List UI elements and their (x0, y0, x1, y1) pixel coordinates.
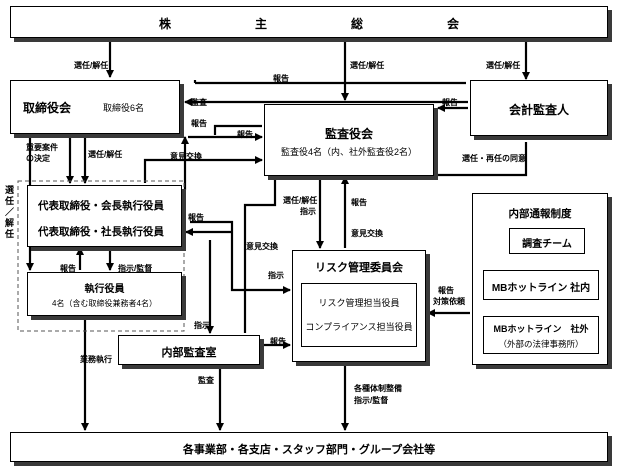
risk-officer-1: リスク管理担当役員 (318, 298, 400, 308)
hotline-external-box: MBホットライン 社外 （外部の法律事務所） (483, 316, 599, 354)
accounting-auditor-title: 会計監査人 (508, 103, 569, 117)
label-report-ia-risk: 報告 (270, 337, 286, 346)
label-report-risk-audit: 報告 (351, 198, 367, 207)
hotline-external-note: （外部の法律事務所） (498, 339, 584, 349)
risk-officers-box: リスク管理担当役員 コンプライアンス担当役員 (301, 283, 417, 347)
label-appoint-dismiss-2: 選任/解任 (350, 61, 385, 70)
shareholders-meeting-box: 株 主 総 会 (10, 6, 608, 38)
hotline-external: MBホットライン 社外 (493, 324, 589, 334)
audit-board-box: 監査役会 監査役4名（内、社外監査役2名） (264, 104, 434, 176)
investigation-team: 調査チーム (522, 239, 572, 250)
divisions-title: 各事業部・各支店・スタッフ部門・グループ会社等 (182, 444, 436, 456)
label-report-wb: 報告 (438, 286, 454, 295)
label-audit-2: 監査 (198, 376, 214, 385)
label-appoint-dismiss-1: 選任/解任 (74, 61, 109, 70)
risk-officer-2: コンプライアンス担当役員 (305, 322, 413, 332)
label-report-board-audit: 報告 (237, 130, 253, 139)
label-important-matters: 重要案件 の決定 (26, 143, 58, 163)
label-opinion-exchange-2: 意見交換 (246, 242, 278, 251)
label-report-board-audit-small: 報告 (191, 119, 207, 128)
label-audit-1: 監査 (191, 98, 207, 107)
label-business-execution: 業務執行 (80, 355, 112, 364)
line-consent (428, 142, 528, 180)
accounting-auditor-box: 会計監査人 (470, 80, 608, 136)
representative-line2: 代表取締役・社長執行役員 (38, 226, 164, 238)
label-appoint-dismiss-rep: 選任/解任 (88, 150, 123, 159)
executive-group-outline (17, 180, 185, 332)
board-members: 取締役6名 (103, 103, 145, 113)
label-opinion-exchange-3: 意見交換 (351, 229, 383, 238)
hotline-internal-box: MBホットライン 社内 (483, 270, 599, 300)
label-report-acct-audit: 報告 (442, 98, 458, 107)
label-instruct-1: 指示 (300, 207, 316, 216)
risk-committee-title: リスク管理委員会 (315, 262, 403, 274)
label-instruct-supervise-1: 指示/監督 (118, 264, 153, 273)
label-appoint-reappoint-consent: 選任・再任の同意 (462, 154, 526, 163)
whistleblowing-title: 内部通報制度 (508, 208, 572, 220)
executive-officers-box: 執行役員 4名（含む取締役兼務者4名） (27, 272, 182, 316)
label-countermeasure-request: 対策依頼 (433, 297, 465, 306)
label-appoint-dismiss-audit: 選任/解任 (283, 196, 318, 205)
label-instruct-3: 指示 (194, 321, 210, 330)
line-audit-board (213, 124, 262, 135)
label-report-acct-board: 報告 (273, 74, 289, 83)
internal-audit-title: 内部監査室 (161, 347, 217, 359)
audit-board-members: 監査役4名（内、社外監査役2名） (280, 147, 417, 157)
risk-committee-box: リスク管理委員会 リスク管理担当役員 コンプライアンス担当役員 (292, 250, 426, 362)
label-system-development: 各種体制整備 (354, 384, 402, 393)
label-appoint-dismiss-side: 選任／解任 (4, 185, 14, 240)
label-appoint-dismiss-3: 選任/解任 (486, 61, 521, 70)
representative-line1: 代表取締役・会長執行役員 (38, 200, 164, 212)
label-instruct-2: 指示 (268, 271, 284, 280)
label-report-exec-rep: 報告 (60, 264, 76, 273)
internal-audit-box: 内部監査室 (118, 335, 260, 365)
representative-box: 代表取締役・会長執行役員 代表取締役・社長執行役員 (27, 185, 182, 247)
whistleblowing-box: 内部通報制度 調査チーム MBホットライン 社内 MBホットライン 社外 （外部… (472, 193, 608, 365)
audit-board-title: 監査役会 (324, 127, 373, 141)
board-box: 取締役会 取締役6名 (10, 80, 180, 134)
divisions-box: 各事業部・各支店・スタッフ部門・グループ会社等 (10, 432, 608, 462)
label-opinion-exchange-1: 意見交換 (170, 152, 202, 161)
executive-officers-members: 4名（含む取締役兼務者4名） (52, 299, 157, 308)
executive-officers-title: 執行役員 (84, 284, 125, 295)
shareholders-meeting-title: 株 主 総 会 (158, 17, 459, 31)
board-title: 取締役会 (23, 101, 72, 115)
hotline-internal: MBホットライン 社内 (491, 283, 591, 294)
arrow-opinion-1 (143, 156, 263, 183)
line-opinion-2 (243, 177, 277, 333)
investigation-team-box: 調査チーム (509, 228, 585, 254)
arrow-rep-risk (190, 220, 291, 294)
label-report-rep: 報告 (188, 213, 204, 222)
label-instruct-supervise-2: 指示/監督 (354, 396, 389, 405)
